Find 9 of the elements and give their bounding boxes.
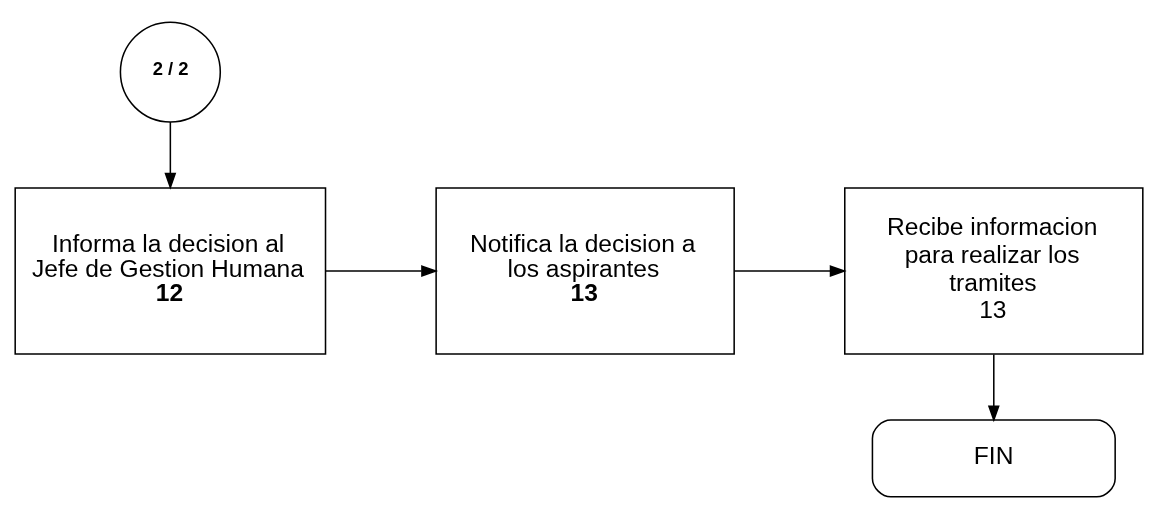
arrow xyxy=(987,353,1000,422)
arrow xyxy=(733,264,847,277)
node-box: Informa la decision al Jefe de Gestion Humana 12 xyxy=(14,186,327,355)
node-box: Recibe informacion para realizar los tramites 13 xyxy=(844,186,1144,355)
arrow xyxy=(164,120,177,190)
node-box: FIN xyxy=(871,418,1116,498)
arrow xyxy=(325,264,439,277)
node-box: Notifica la decision a los aspirantes 13 xyxy=(435,186,735,355)
node-circle: 2 / 2 xyxy=(119,20,222,123)
